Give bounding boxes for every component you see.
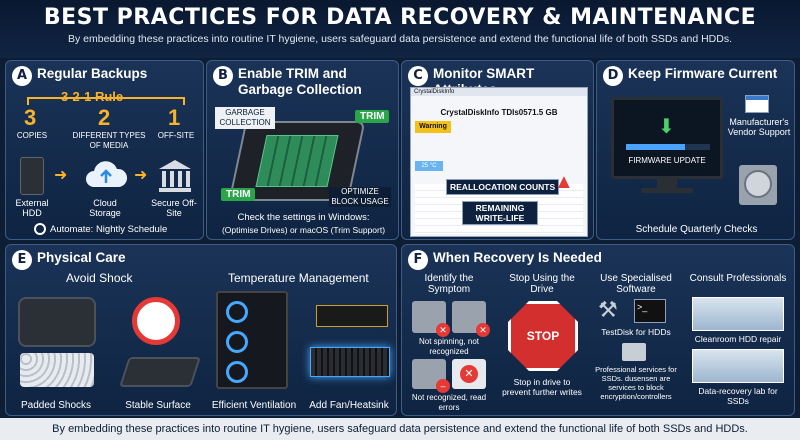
no-drop-icon xyxy=(132,297,180,345)
badge-d: D xyxy=(603,66,623,86)
monitor-base xyxy=(641,188,693,193)
stop-sign-label: STOP xyxy=(526,329,560,343)
clock-icon xyxy=(34,223,46,235)
panel-e-title: Physical Care xyxy=(37,250,126,265)
schedule-label: Schedule Quarterly Checks xyxy=(635,224,758,235)
monitor-stand xyxy=(657,179,677,189)
gc-label: GARBAGE COLLECTION xyxy=(215,107,275,129)
stop-sign-icon xyxy=(508,301,578,371)
warning-status[interactable]: Warning xyxy=(415,121,451,133)
panel-a-title: Regular Backups xyxy=(37,66,148,81)
panel-regular-backups: A Regular Backups 3-2-1 Rule 3 2 1 COPIES… xyxy=(5,60,204,240)
copies-label: COPIES xyxy=(16,131,48,140)
remaining-writelife-badge: REMAINING WRITE-LIFE xyxy=(462,201,538,225)
automate-label: Automate: Nightly Schedule xyxy=(50,224,168,235)
rule-number-2: 2 xyxy=(98,105,111,130)
rule-number-3: 3 xyxy=(24,105,37,130)
badge-b: B xyxy=(213,66,233,86)
rule-label: 3-2-1 Rule xyxy=(61,89,124,104)
rule-number-1: 1 xyxy=(168,105,181,130)
symptom-2-label: Not recognized, read errors xyxy=(411,393,487,412)
hard-drive-icon xyxy=(739,165,777,205)
panel-recovery: F When Recovery Is Needed Identify the Sy… xyxy=(401,244,795,416)
efficient-ventilation-label: Efficient Ventilation xyxy=(211,400,297,411)
page-subtitle: By embedding these practices into routin… xyxy=(67,33,733,45)
lab-label: Data-recovery lab for SSDs xyxy=(698,386,778,406)
step-software-heading: Use Specialised Software xyxy=(600,273,672,295)
wrench-icon: ⚒ xyxy=(598,297,618,322)
step-identify-heading: Identify the Symptom xyxy=(424,273,474,295)
panel-b-title: Enable TRIM and Garbage Collection xyxy=(238,66,362,97)
fan-heatsink-label: Add Fan/Heatsink xyxy=(309,400,389,411)
optimize-label: OPTIMIZE BLOCK USAGE xyxy=(329,187,391,207)
disk-title: CrystalDiskInfo TDIs0571.5 GB xyxy=(440,108,558,117)
external-hdd-icon xyxy=(20,157,44,195)
badge-f: F xyxy=(408,250,428,270)
panel-f-title: When Recovery Is Needed xyxy=(433,250,602,265)
crystaldiskinfo-window: CrystalDiskInfo CrystalDiskInfo TDIs0571… xyxy=(410,87,588,237)
arrow-icon: ➜ xyxy=(54,167,68,184)
browser-icon xyxy=(745,95,769,113)
temperature-status: 25 °C xyxy=(415,161,443,171)
foam-pad-icon xyxy=(20,353,94,387)
panel-d-title: Keep Firmware Current xyxy=(628,66,778,81)
cleanroom-label: Cleanroom HDD repair xyxy=(694,334,782,344)
padded-shocks-label: Padded Shocks xyxy=(20,400,92,411)
temperature-heading: Temperature Management xyxy=(228,271,369,285)
hdd-error-icon: ✕ xyxy=(452,301,490,337)
caption-b2: (Optimise Drives) or macOS (Trim Support… xyxy=(221,225,386,235)
stop-caption: Stop in drive to prevent further writes xyxy=(502,377,582,397)
window-titlebar: CrystalDiskInfo xyxy=(411,88,587,96)
bank-vault-icon xyxy=(159,160,191,192)
footer: By embedding these practices into routin… xyxy=(0,418,800,440)
caption-b1: Check the settings in Windows: xyxy=(237,212,370,223)
monitor-icon: ⬇ FIRMWARE UPDATE xyxy=(611,97,723,179)
stable-surface-label: Stable Surface xyxy=(125,400,191,411)
step-professionals-heading: Consult Professionals xyxy=(689,273,787,284)
firmware-update-label: FIRMWARE UPDATE xyxy=(628,156,706,165)
cloud-icon xyxy=(86,161,128,187)
cloud-storage-label: Cloud Storage xyxy=(89,198,121,218)
stable-surface-icon xyxy=(119,357,201,387)
header: BEST PRACTICES FOR DATA RECOVERY & MAINT… xyxy=(0,0,800,58)
briefcase-icon xyxy=(622,343,646,361)
symptom-1-label: Not spinning, not recognized xyxy=(418,337,480,356)
media-label: DIFFERENT TYPES OF MEDIA xyxy=(72,131,146,150)
trim-tag-2: TRIM xyxy=(221,188,256,201)
error-window-icon: ✕ xyxy=(452,359,486,389)
offsite-label: OFF-SITE xyxy=(157,131,195,140)
hdd-error-icon: – xyxy=(412,359,450,393)
panel-firmware: D Keep Firmware Current ⬇ FIRMWARE UPDATE… xyxy=(596,60,795,240)
reallocation-badge: REALLOCATION COUNTS xyxy=(446,179,560,195)
badge-c: C xyxy=(408,66,428,86)
professional-services-label: Professional services for SSDs. dusensen… xyxy=(595,365,677,401)
panel-physical-care: E Physical Care Avoid Shock Temperature M… xyxy=(5,244,397,416)
step-stop-heading: Stop Using the Drive xyxy=(509,273,575,295)
download-icon: ⬇ xyxy=(658,116,675,138)
badge-e: E xyxy=(12,250,32,270)
pc-case-icon xyxy=(216,291,288,389)
cleanroom-photo xyxy=(692,297,784,331)
avoid-shock-heading: Avoid Shock xyxy=(66,271,133,285)
rule-bracket xyxy=(27,97,185,105)
page-title: BEST PRACTICES FOR DATA RECOVERY & MAINT… xyxy=(43,5,757,30)
lab-photo xyxy=(692,349,784,383)
secure-offsite-label: Secure Off-Site xyxy=(151,198,197,218)
trim-tag-1: TRIM xyxy=(355,110,390,123)
heatsink-icon xyxy=(310,347,390,377)
vendor-support-label: Manufacturer's Vendor Support xyxy=(727,117,791,137)
badge-a: A xyxy=(12,66,32,86)
hdd-error-icon: ✕ xyxy=(412,301,450,337)
padded-case-icon xyxy=(18,297,96,347)
arrow-icon: ➜ xyxy=(134,167,148,184)
terminal-icon: >_ xyxy=(634,299,666,323)
ssd-stick-icon xyxy=(316,305,388,327)
external-hdd-label: External HDD xyxy=(15,198,49,218)
testdisk-label: TestDisk for HDDs xyxy=(601,327,671,337)
warning-icon: ▲ xyxy=(554,171,574,193)
